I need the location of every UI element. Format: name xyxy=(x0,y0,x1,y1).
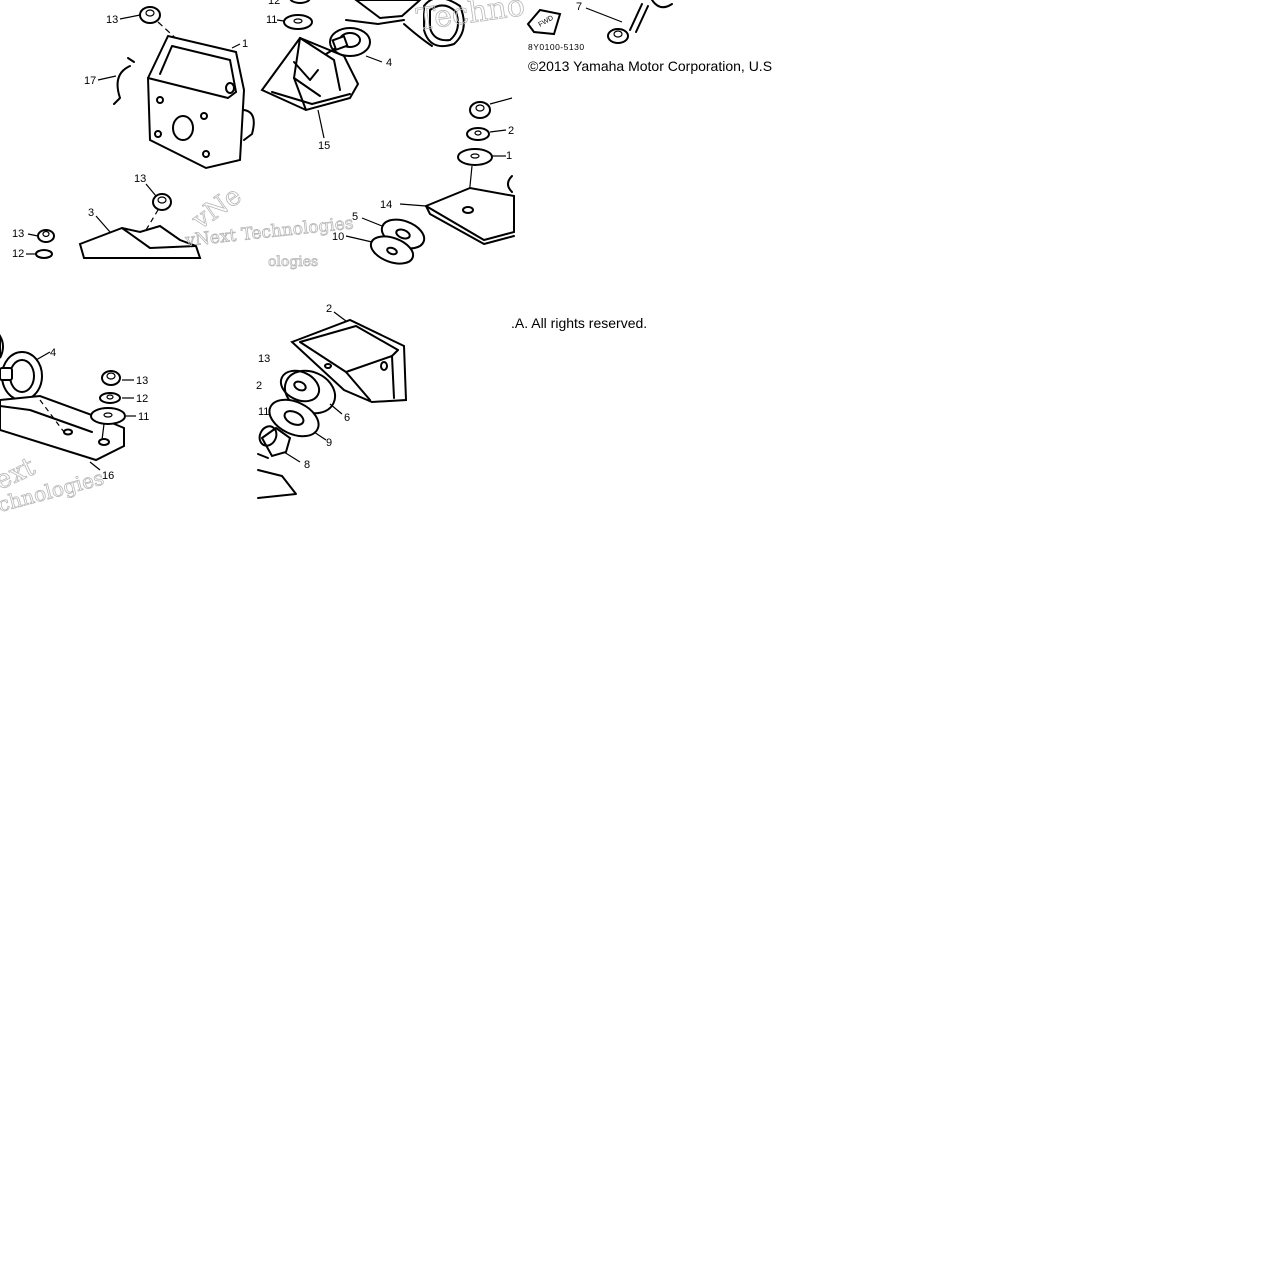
callout-4: 4 xyxy=(50,347,56,359)
callout-13: 13 xyxy=(106,14,118,26)
nut-13-icon xyxy=(37,229,55,243)
callout-17: 17 xyxy=(84,75,96,87)
callout-3: 3 xyxy=(88,207,94,219)
bracket-2-part xyxy=(290,318,408,404)
callout-13: 13 xyxy=(136,375,148,387)
copyright-text: ©2013 Yamaha Motor Corporation, U.S xyxy=(528,58,773,74)
bracket-14-part xyxy=(423,175,515,245)
bracket-15-part xyxy=(260,36,360,112)
nut-13-icon xyxy=(469,101,491,119)
bracket-1-part xyxy=(146,34,255,170)
copyright-text: .A. All rights reserved. xyxy=(511,315,648,331)
tile-top-left: 13 1 17 13 xyxy=(12,6,355,260)
callout-9: 9 xyxy=(326,437,332,449)
callout-15: 15 xyxy=(318,140,330,152)
bolt-7-part xyxy=(607,0,673,44)
callout-11: 11 xyxy=(138,411,149,423)
bracket-16-part xyxy=(0,394,125,462)
tile-bottom-left: 4 16 13 12 11 ext xyxy=(0,334,149,517)
fwd-arrow-icon: FWD xyxy=(526,8,562,36)
callout-10: 10 xyxy=(332,231,344,243)
callout-12: 2 xyxy=(508,125,514,137)
tile-middle-right: 2 1 14 5 10 xyxy=(332,97,515,265)
mount-4-part xyxy=(325,27,371,57)
housing-part xyxy=(345,0,465,48)
callout-8: 8 xyxy=(304,459,310,471)
watermark-text: ologies xyxy=(268,254,318,270)
washer-11-icon xyxy=(457,148,493,166)
collar-8-part xyxy=(258,425,292,458)
washer-10-icon xyxy=(369,235,415,265)
washer-11-icon xyxy=(283,14,313,30)
tile-top-right: FWD 7 8Y0100-5130 xyxy=(526,0,673,52)
nut-13-icon xyxy=(152,193,172,211)
watermark-text: Techno xyxy=(414,0,527,38)
callout-7: 7 xyxy=(576,1,582,13)
callout-5: 5 xyxy=(352,211,358,223)
callout-1: 1 xyxy=(242,38,248,50)
callout-13: 13 xyxy=(12,228,24,240)
callout-11: 1 xyxy=(506,150,512,162)
washer-12-icon xyxy=(35,249,53,259)
nut-13-icon xyxy=(139,6,161,24)
nut-13-icon xyxy=(101,370,121,386)
washer-11-icon xyxy=(90,407,126,425)
clip-17-part xyxy=(113,57,135,105)
callout-4: 4 xyxy=(386,57,392,69)
callout-12: 2 xyxy=(256,380,262,392)
callout-13: 13 xyxy=(134,173,146,185)
washer-12-icon xyxy=(289,0,311,4)
bracket-3-part xyxy=(78,224,202,259)
callout-16: 16 xyxy=(102,470,114,482)
washer-12-icon xyxy=(466,127,490,141)
tile-bottom-middle: 2 13 2 6 9 11 xyxy=(256,303,408,499)
callout-11: 11 xyxy=(258,406,269,418)
callout-13: 13 xyxy=(258,353,270,365)
callout-12: 12 xyxy=(268,0,280,7)
washer-12-icon xyxy=(99,392,121,404)
callout-14: 14 xyxy=(380,199,392,211)
diagram-code: 8Y0100-5130 xyxy=(528,42,585,52)
callout-12: 12 xyxy=(12,248,24,260)
washer-9-part xyxy=(268,398,320,438)
callout-2: 2 xyxy=(326,303,332,315)
callout-11: 11 xyxy=(266,14,277,26)
mount-4-part xyxy=(0,334,43,401)
callout-12: 12 xyxy=(136,393,148,405)
callout-6: 6 xyxy=(344,412,350,424)
